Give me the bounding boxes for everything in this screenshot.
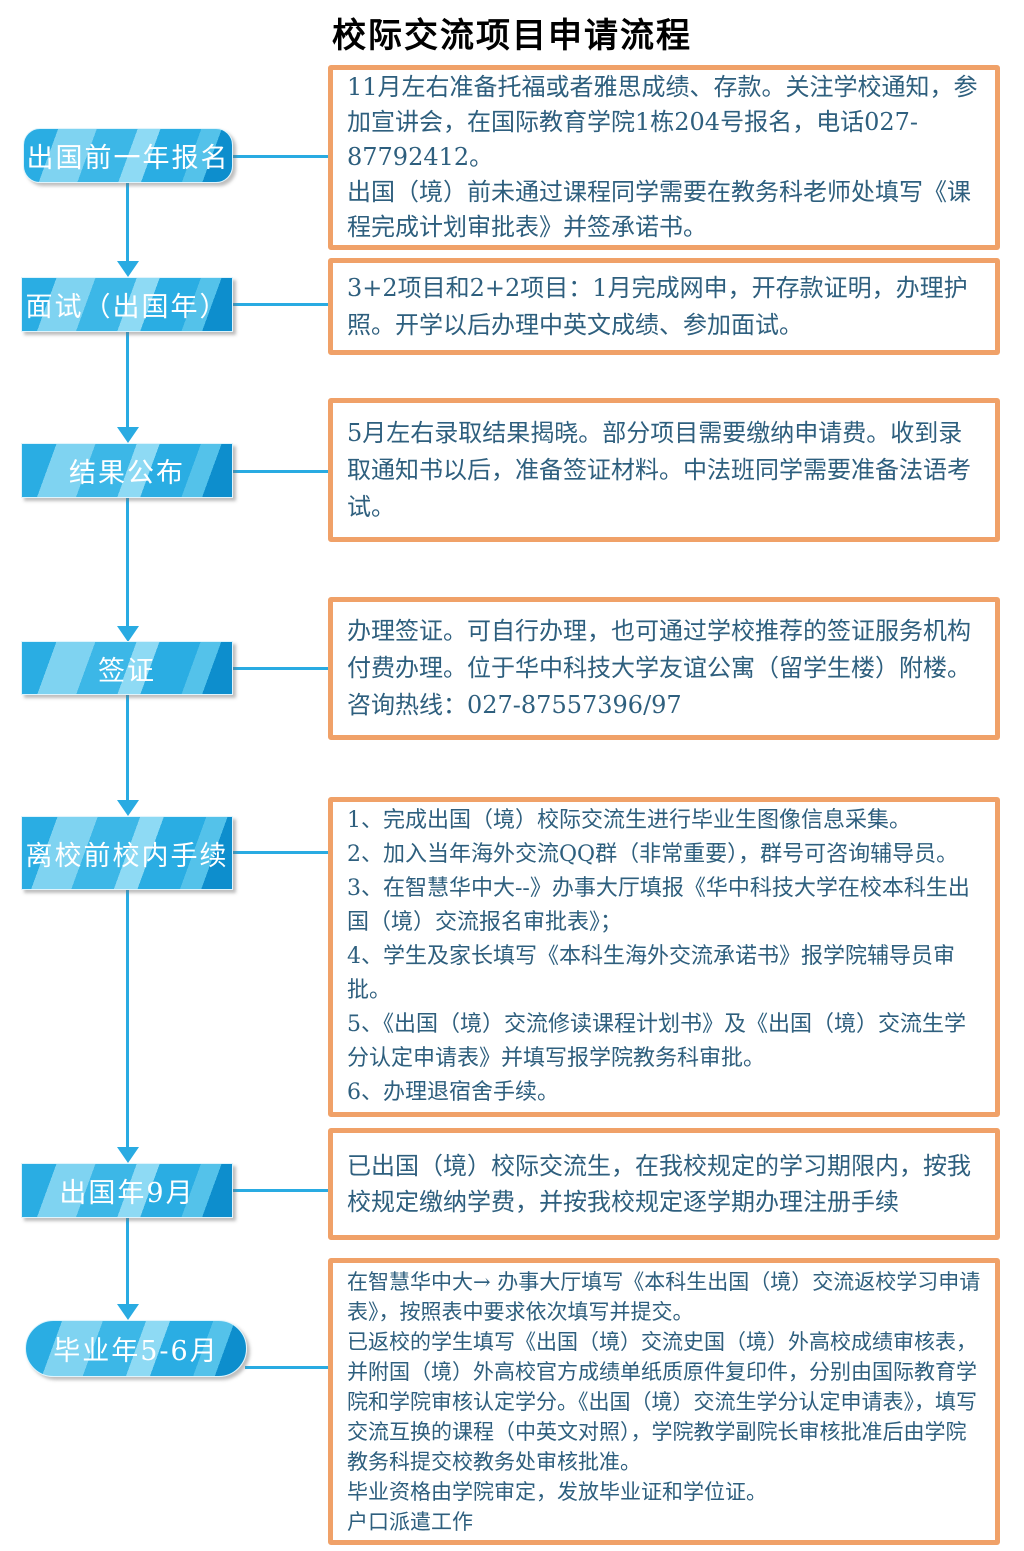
- flow-node-label: 签证: [98, 655, 156, 687]
- connector-line: [233, 1189, 329, 1192]
- arrow-down-icon: [117, 1304, 139, 1320]
- connector-line: [233, 303, 329, 306]
- flow-node-label: 出国前一年报名: [26, 143, 230, 174]
- arrow-down-icon: [117, 626, 139, 642]
- connector-line: [245, 1366, 329, 1369]
- detail-box-campus-procedures: 1、完成出国（境）校际交流生进行毕业生图像信息采集。 2、加入当年海外交流QQ群…: [328, 797, 1000, 1117]
- detail-box-visa: 办理签证。可自行办理，也可通过学校推荐的签证服务机构付费办理。位于华中科技大学友…: [328, 597, 1000, 740]
- flow-node-results: 结果公布: [21, 443, 233, 498]
- flow-node-label: 离校前校内手续: [25, 840, 229, 872]
- detail-text: 办理签证。可自行办理，也可通过学校推荐的签证服务机构付费办理。位于华中科技大学友…: [347, 617, 971, 719]
- flow-arrow-line: [126, 890, 129, 1148]
- arrow-down-icon: [117, 261, 139, 277]
- arrow-down-icon: [117, 427, 139, 443]
- detail-box-signup: 11月左右准备托福或者雅思成绩、存款。关注学校通知，参加宣讲会，在国际教育学院1…: [328, 65, 1000, 250]
- flow-arrow-line: [126, 183, 129, 262]
- connector-line: [233, 470, 329, 473]
- detail-text: 1、完成出国（境）校际交流生进行毕业生图像信息采集。 2、加入当年海外交流QQ群…: [347, 808, 970, 1105]
- detail-box-results: 5月左右录取结果揭晓。部分项目需要缴纳申请费。收到录取通知书以后，准备签证材料。…: [328, 398, 1000, 542]
- connector-line: [233, 851, 329, 854]
- connector-line: [233, 155, 329, 158]
- flow-node-interview: 面试（出国年）: [21, 277, 233, 332]
- flow-node-campus-procedures: 离校前校内手续: [21, 816, 233, 890]
- flow-arrow-line: [126, 1218, 129, 1305]
- flow-node-visa: 签证: [21, 641, 233, 695]
- flow-node-label: 出国年9月: [59, 1178, 195, 1209]
- detail-text: 在智慧华中大→ 办事大厅填写《本科生出国（境）交流返校学习申请表》，按照表中要求…: [347, 1269, 981, 1534]
- flow-arrow-line: [126, 695, 129, 801]
- detail-box-interview: 3+2项目和2+2项目：1月完成网申，开存款证明，办理护照。开学以后办理中英文成…: [328, 258, 1000, 355]
- flow-arrow-line: [126, 332, 129, 428]
- detail-text: 已出国（境）校际交流生，在我校规定的学习期限内，按我校规定缴纳学费，并按我校规定…: [347, 1152, 971, 1216]
- connector-line: [233, 667, 329, 670]
- flow-node-signup: 出国前一年报名: [23, 128, 233, 183]
- flow-node-label: 毕业年5-6月: [53, 1336, 219, 1367]
- flow-node-label: 面试（出国年）: [25, 292, 229, 323]
- arrow-down-icon: [117, 1147, 139, 1163]
- arrow-down-icon: [117, 800, 139, 816]
- detail-text: 11月左右准备托福或者雅思成绩、存款。关注学校通知，参加宣讲会，在国际教育学院1…: [347, 73, 978, 241]
- flow-node-graduation: 毕业年5-6月: [25, 1320, 247, 1377]
- page-title: 校际交流项目申请流程: [332, 17, 692, 55]
- detail-text: 5月左右录取结果揭晓。部分项目需要缴纳申请费。收到录取通知书以后，准备签证材料。…: [347, 418, 971, 521]
- flow-arrow-line: [126, 498, 129, 627]
- detail-text: 3+2项目和2+2项目：1月完成网申，开存款证明，办理护照。开学以后办理中英文成…: [347, 273, 968, 339]
- flow-node-label: 结果公布: [69, 458, 185, 489]
- flow-node-september: 出国年9月: [21, 1163, 233, 1218]
- detail-box-graduation: 在智慧华中大→ 办事大厅填写《本科生出国（境）交流返校学习申请表》，按照表中要求…: [328, 1258, 1000, 1545]
- detail-box-september: 已出国（境）校际交流生，在我校规定的学习期限内，按我校规定缴纳学费，并按我校规定…: [328, 1128, 1000, 1240]
